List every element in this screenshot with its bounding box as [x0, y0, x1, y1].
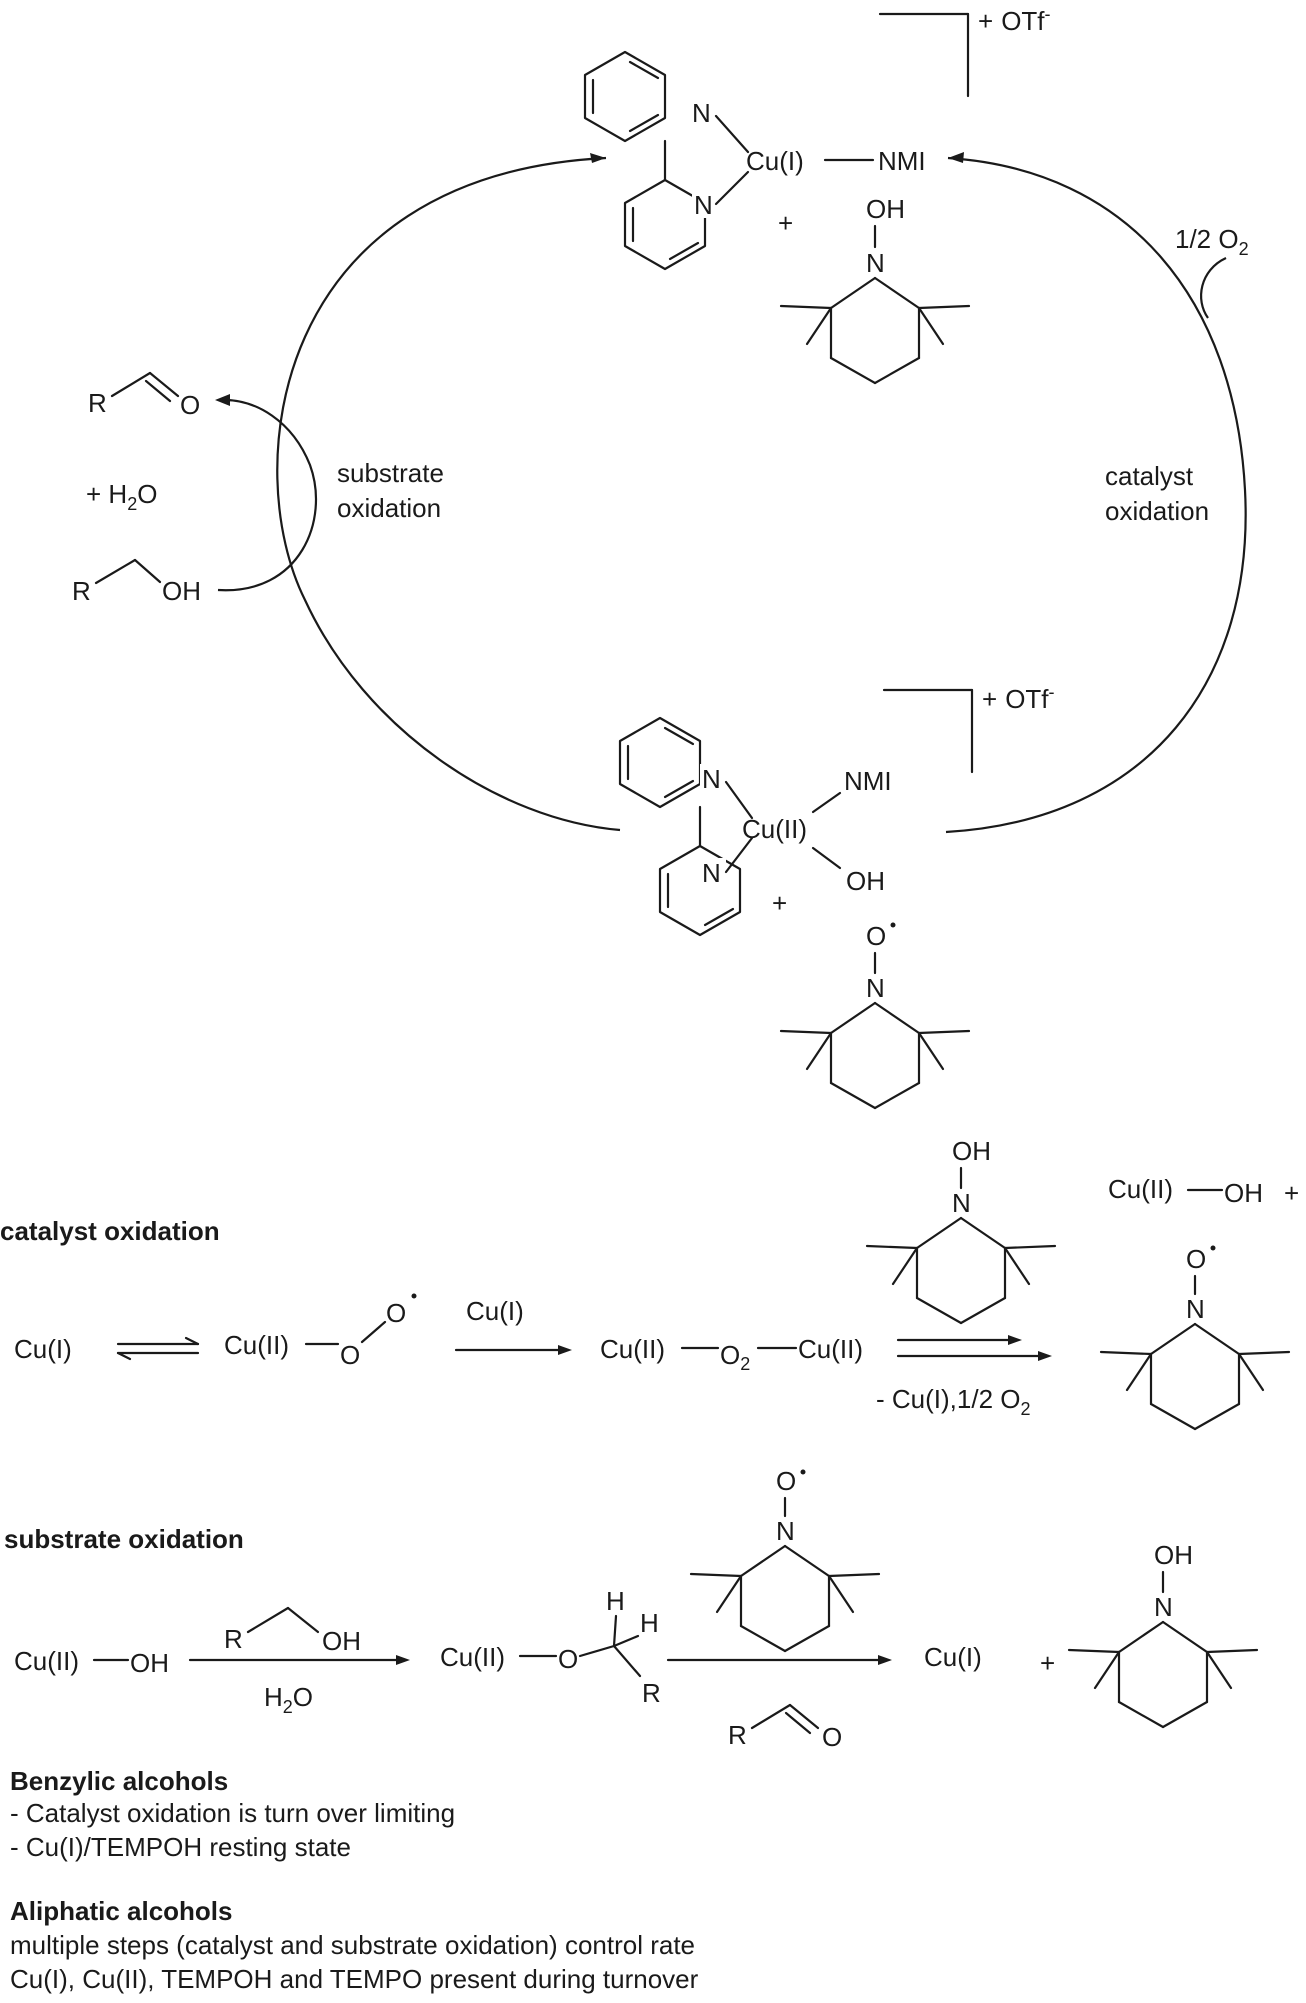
svg-text:O: O — [1186, 1244, 1206, 1274]
tempoh-n: N — [866, 248, 885, 278]
top-counterion: +OTf- — [978, 4, 1051, 36]
substrate-oxidation-scheme: substrate oxidation Cu(II) OH R OH H2O C… — [4, 1466, 1259, 1752]
svg-text:R: R — [642, 1678, 661, 1708]
cu-ii-complex: N N Cu(II) NMI OH +OTf- + O N — [618, 682, 1055, 1110]
substrate-curly-arrow — [217, 398, 318, 592]
svg-text:R: R — [224, 1624, 243, 1654]
cycle-right-label-2: oxidation — [1105, 496, 1209, 526]
svg-text:O: O — [386, 1298, 406, 1328]
benzylic-note-1: - Catalyst oxidation is turn over limiti… — [10, 1798, 455, 1828]
aliphatic-note-1: multiple steps (catalyst and substrate o… — [10, 1930, 695, 1960]
notes: Benzylic alcohols - Catalyst oxidation i… — [10, 1766, 699, 1994]
svg-text:OH: OH — [162, 576, 201, 606]
svg-text:Cu(II): Cu(II) — [798, 1334, 863, 1364]
svg-text:R: R — [88, 388, 107, 418]
svg-text:N: N — [1186, 1294, 1205, 1324]
svg-text:Cu(II): Cu(II) — [1108, 1174, 1173, 1204]
svg-text:N: N — [694, 190, 713, 220]
svg-text:OH: OH — [952, 1136, 991, 1166]
svg-text:OH: OH — [1224, 1178, 1263, 1208]
aliphatic-heading: Aliphatic alcohols — [10, 1896, 233, 1926]
tempo-o: O — [866, 921, 886, 951]
cu-i-complex: N N Cu(I) NMI +OTf- + OH N — [583, 4, 1051, 385]
svg-text:N: N — [692, 98, 711, 128]
svg-text:N: N — [1154, 1592, 1173, 1622]
svg-text:+: + — [1284, 1178, 1299, 1208]
svg-text:OH: OH — [322, 1626, 361, 1656]
svg-text:Cu(II): Cu(II) — [14, 1646, 79, 1676]
catalyst-oxidation-scheme: catalyst oxidation Cu(I) Cu(II) O O Cu(I… — [0, 1136, 1299, 1431]
svg-text:Cu(I): Cu(I) — [466, 1296, 524, 1326]
svg-text:H: H — [606, 1586, 625, 1616]
cu-i-label: Cu(I) — [746, 146, 804, 176]
svg-text:NMI: NMI — [844, 766, 892, 796]
svg-text:+: + — [778, 208, 793, 238]
o2-label: 1/2 O2 — [1175, 224, 1249, 259]
svg-text:+: + — [1040, 1648, 1055, 1678]
tempo-n: N — [866, 973, 885, 1003]
svg-text:OH: OH — [130, 1648, 169, 1678]
cycle-left-label-2: oxidation — [337, 493, 441, 523]
svg-text:N: N — [702, 764, 721, 794]
svg-text:N: N — [776, 1516, 795, 1546]
svg-text:O: O — [180, 390, 200, 420]
svg-text:Cu(II): Cu(II) — [440, 1642, 505, 1672]
tempoh-oh: OH — [866, 194, 905, 224]
svg-text:N: N — [952, 1188, 971, 1218]
cycle-left-arc — [276, 156, 621, 832]
bottom-counterion: +OTf- — [982, 682, 1055, 714]
water-byproduct: + H2O — [86, 479, 157, 514]
cycle-left-label: substrate — [337, 458, 444, 488]
svg-text:Cu(I): Cu(I) — [14, 1334, 72, 1364]
cycle-right-arrowhead — [948, 152, 964, 163]
svg-text:Cu(II): Cu(II) — [224, 1330, 289, 1360]
svg-text:N: N — [702, 858, 721, 888]
svg-text:- Cu(I),1/2 O2: - Cu(I),1/2 O2 — [876, 1384, 1031, 1419]
svg-text:O: O — [776, 1466, 796, 1496]
svg-text:+: + — [772, 888, 787, 918]
substrate-oxidation-heading: substrate oxidation — [4, 1524, 244, 1554]
cycle-left-arrowhead — [590, 153, 606, 163]
o2-curly-arrow — [1200, 257, 1227, 319]
svg-text:H: H — [640, 1608, 659, 1638]
svg-text:R: R — [72, 576, 91, 606]
svg-text:OH: OH — [1154, 1540, 1193, 1570]
cu-ii-label: Cu(II) — [742, 814, 807, 844]
nmi-label: NMI — [878, 146, 926, 176]
cycle-right-arc — [945, 156, 1247, 834]
svg-text:H2O: H2O — [264, 1682, 313, 1717]
aldehyde-product: R O — [88, 371, 200, 420]
svg-text:R: R — [728, 1720, 747, 1750]
aliphatic-note-2: Cu(I), Cu(II), TEMPOH and TEMPO present … — [10, 1964, 699, 1994]
svg-text:Cu(II): Cu(II) — [600, 1334, 665, 1364]
svg-text:Cu(I): Cu(I) — [924, 1642, 982, 1672]
benzylic-heading: Benzylic alcohols — [10, 1766, 228, 1796]
alcohol-substrate: R OH — [72, 558, 201, 606]
svg-text:OH: OH — [846, 866, 885, 896]
substrate-arrowhead — [215, 394, 230, 406]
svg-text:O: O — [340, 1340, 360, 1370]
catalyst-oxidation-heading: catalyst oxidation — [0, 1216, 220, 1246]
svg-text:O2: O2 — [720, 1340, 750, 1374]
svg-text:O: O — [822, 1722, 842, 1752]
benzylic-note-2: - Cu(I)/TEMPOH resting state — [10, 1832, 351, 1862]
cycle-right-label: catalyst — [1105, 461, 1194, 491]
catalytic-cycle: 1/2 O2 R O + H2O R OH substrate oxidatio… — [72, 4, 1249, 1110]
svg-text:O: O — [558, 1644, 578, 1674]
